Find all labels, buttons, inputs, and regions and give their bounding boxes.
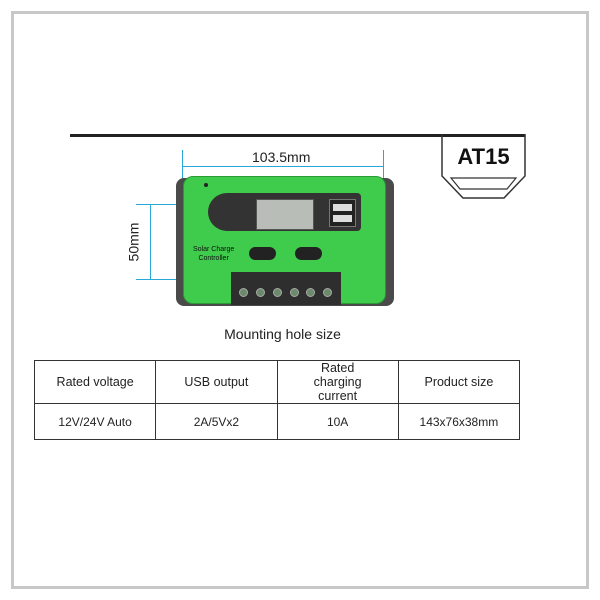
- model-badge-shape: [441, 134, 526, 199]
- menu-button: [249, 247, 276, 260]
- terminal-screw: [290, 288, 299, 297]
- spec-table: Rated voltage USB output Rated charging …: [33, 360, 521, 440]
- width-label: 103.5mm: [252, 149, 311, 165]
- width-dim-right: [383, 150, 384, 200]
- header-cell: Product size: [397, 360, 521, 404]
- lcd-screen: [256, 199, 314, 230]
- terminal-block: [231, 272, 341, 305]
- height-dim-line: [150, 204, 151, 279]
- terminal-screw: [256, 288, 265, 297]
- indicator-led: [204, 183, 208, 187]
- height-label: 50mm: [125, 222, 142, 262]
- header-cell: Rated charging current: [276, 360, 399, 404]
- usb-ports: [329, 199, 356, 227]
- image-frame: [11, 11, 589, 589]
- model-badge: AT15: [457, 144, 510, 169]
- height-dim-bottom: [136, 279, 186, 280]
- header-cell: USB output: [155, 360, 278, 404]
- value-cell: 2A/5Vx2: [155, 403, 278, 440]
- device-label-line1: Solar Charge: [193, 246, 235, 253]
- value-cell: 10A: [276, 403, 399, 440]
- mode-button: [295, 247, 322, 260]
- terminal-screw: [239, 288, 248, 297]
- device-label-line2: Controller: [198, 255, 229, 262]
- height-dim-top: [136, 204, 186, 205]
- table-header-row: Rated voltage USB output Rated charging …: [33, 360, 521, 404]
- width-dim-left: [182, 150, 183, 190]
- caption: Mounting hole size: [224, 326, 341, 342]
- value-cell: 143x76x38mm: [397, 403, 521, 440]
- terminal-screw: [323, 288, 332, 297]
- terminal-screw: [306, 288, 315, 297]
- width-dim-line: [183, 166, 383, 167]
- table-row: 12V/24V Auto 2A/5Vx2 10A 143x76x38mm: [33, 403, 521, 440]
- header-cell: Rated voltage: [33, 360, 157, 404]
- terminal-screw: [273, 288, 282, 297]
- value-cell: 12V/24V Auto: [33, 403, 157, 440]
- header-line: [70, 134, 525, 137]
